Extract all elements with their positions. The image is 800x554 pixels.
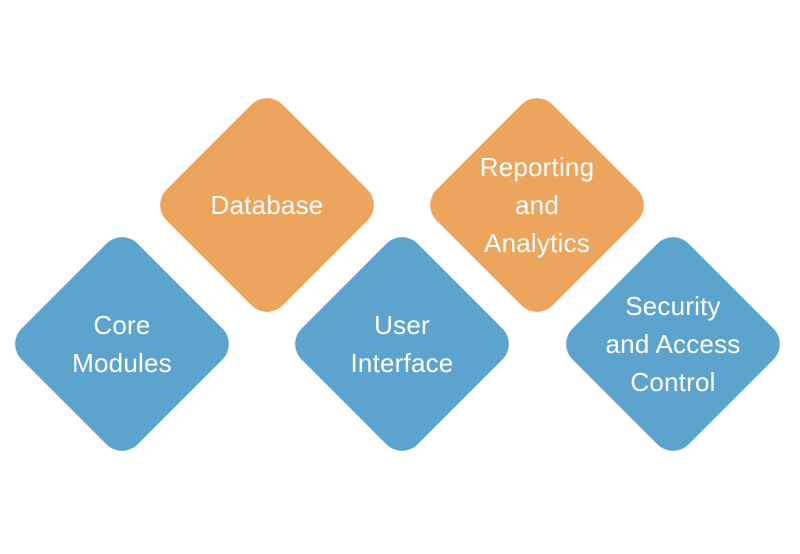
diagram-node-core-modules: Core Modules [6,228,238,460]
node-label-security-access: Security and Access Control [605,291,741,397]
node-label-core-modules: Core Modules [72,310,172,378]
node-label-wrap: User Interface [297,239,507,449]
node-label-wrap: Security and Access Control [568,239,778,449]
node-label-wrap: Core Modules [17,239,227,449]
diagram-node-user-interface: User Interface [286,228,518,460]
node-label-database: Database [210,190,324,220]
node-label-user-interface: User Interface [350,310,454,378]
diagram-node-security-access: Security and Access Control [557,228,789,460]
